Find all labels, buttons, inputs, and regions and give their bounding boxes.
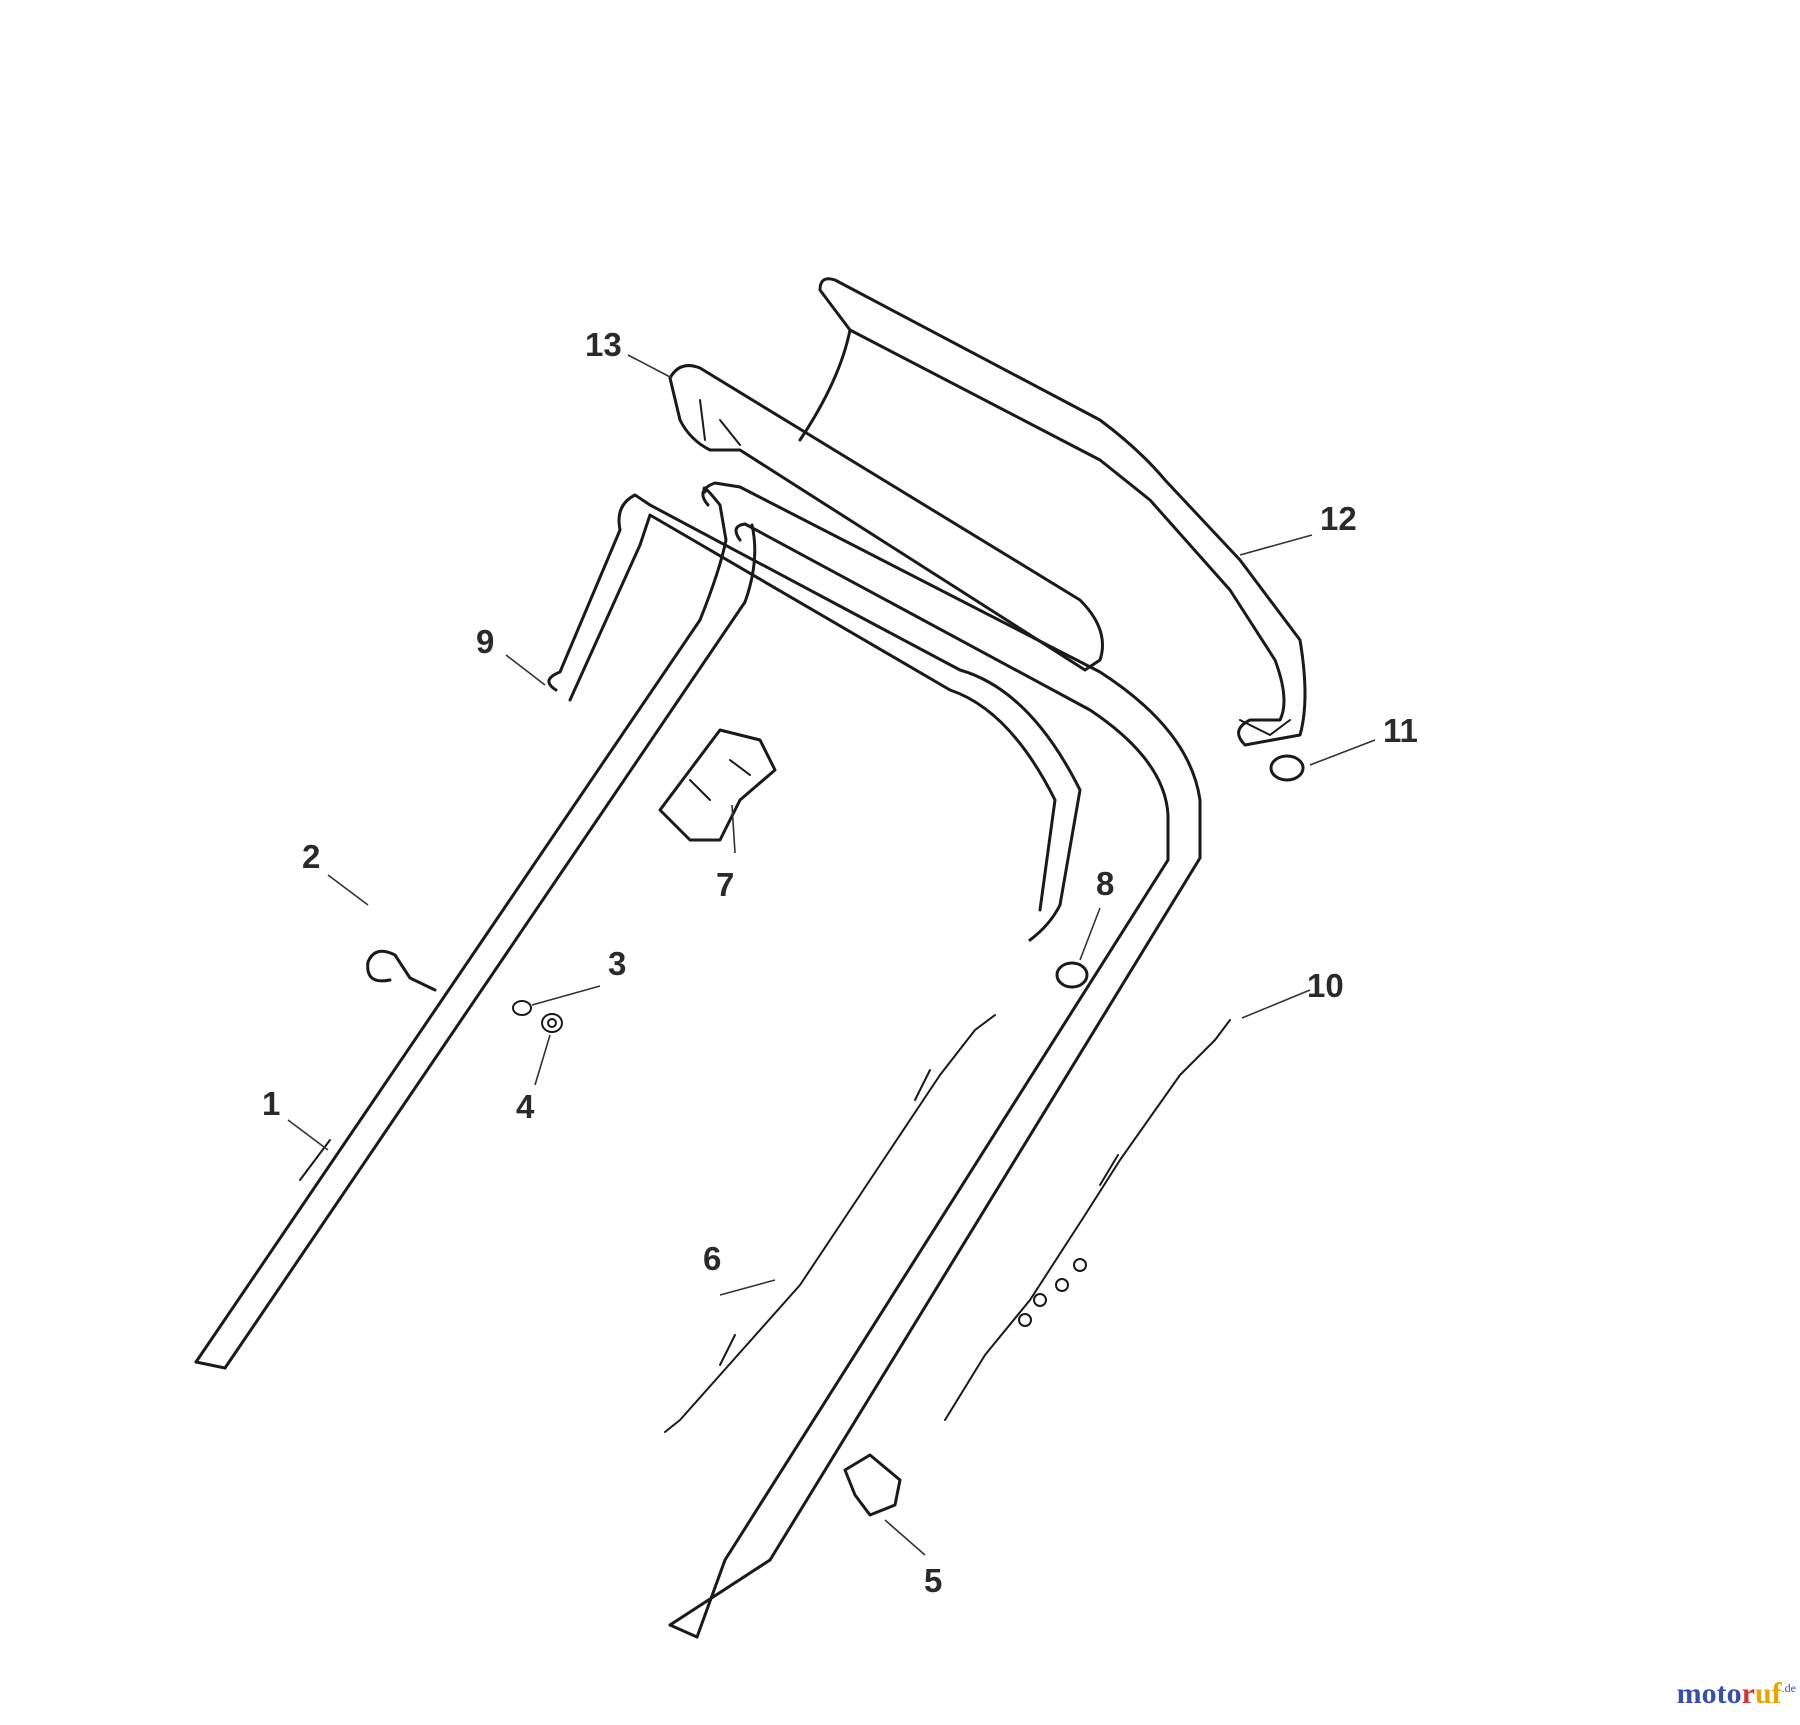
- callout-12: 12: [1320, 500, 1357, 537]
- motoruf-logo: motoruf.de: [1676, 1677, 1796, 1710]
- part-5-cable-clip: [843, 1453, 902, 1517]
- callout-6: 6: [703, 1240, 721, 1277]
- part-13-upper-handle-frame: [668, 481, 1202, 1639]
- callout-5: 5: [924, 1562, 942, 1599]
- callout-4: 4: [516, 1088, 535, 1125]
- part-2-hook-bolt: [366, 949, 437, 992]
- callout-3: 3: [608, 945, 626, 982]
- callout-labels: 1 2 3 4 5 6 7 8 9 10 11 12 13: [262, 326, 1418, 1599]
- part-8-knob: [1055, 961, 1089, 989]
- callout-13: 13: [585, 326, 622, 363]
- part-7-cable-guide: [658, 728, 777, 842]
- part-12-upper-bail-bar: [798, 277, 1307, 747]
- part-1-left-handle-tube: [194, 486, 757, 1370]
- part-11-knob: [1269, 754, 1305, 782]
- callout-2: 2: [302, 838, 320, 875]
- callout-10: 10: [1307, 967, 1344, 1004]
- callout-11: 11: [1383, 712, 1418, 749]
- callout-9: 9: [476, 623, 494, 660]
- part-6-cable: [664, 1014, 996, 1433]
- callout-8: 8: [1096, 865, 1114, 902]
- part-3-washer: [512, 1000, 532, 1016]
- callout-1: 1: [262, 1085, 280, 1122]
- leader-lines: [287, 354, 1376, 1556]
- part-9-bail-bar: [547, 493, 1082, 942]
- callout-7: 7: [716, 866, 734, 903]
- part-10-cable: [944, 1019, 1231, 1421]
- part-13-grip-bar: [668, 364, 1104, 672]
- part-4-nut: [541, 1013, 563, 1033]
